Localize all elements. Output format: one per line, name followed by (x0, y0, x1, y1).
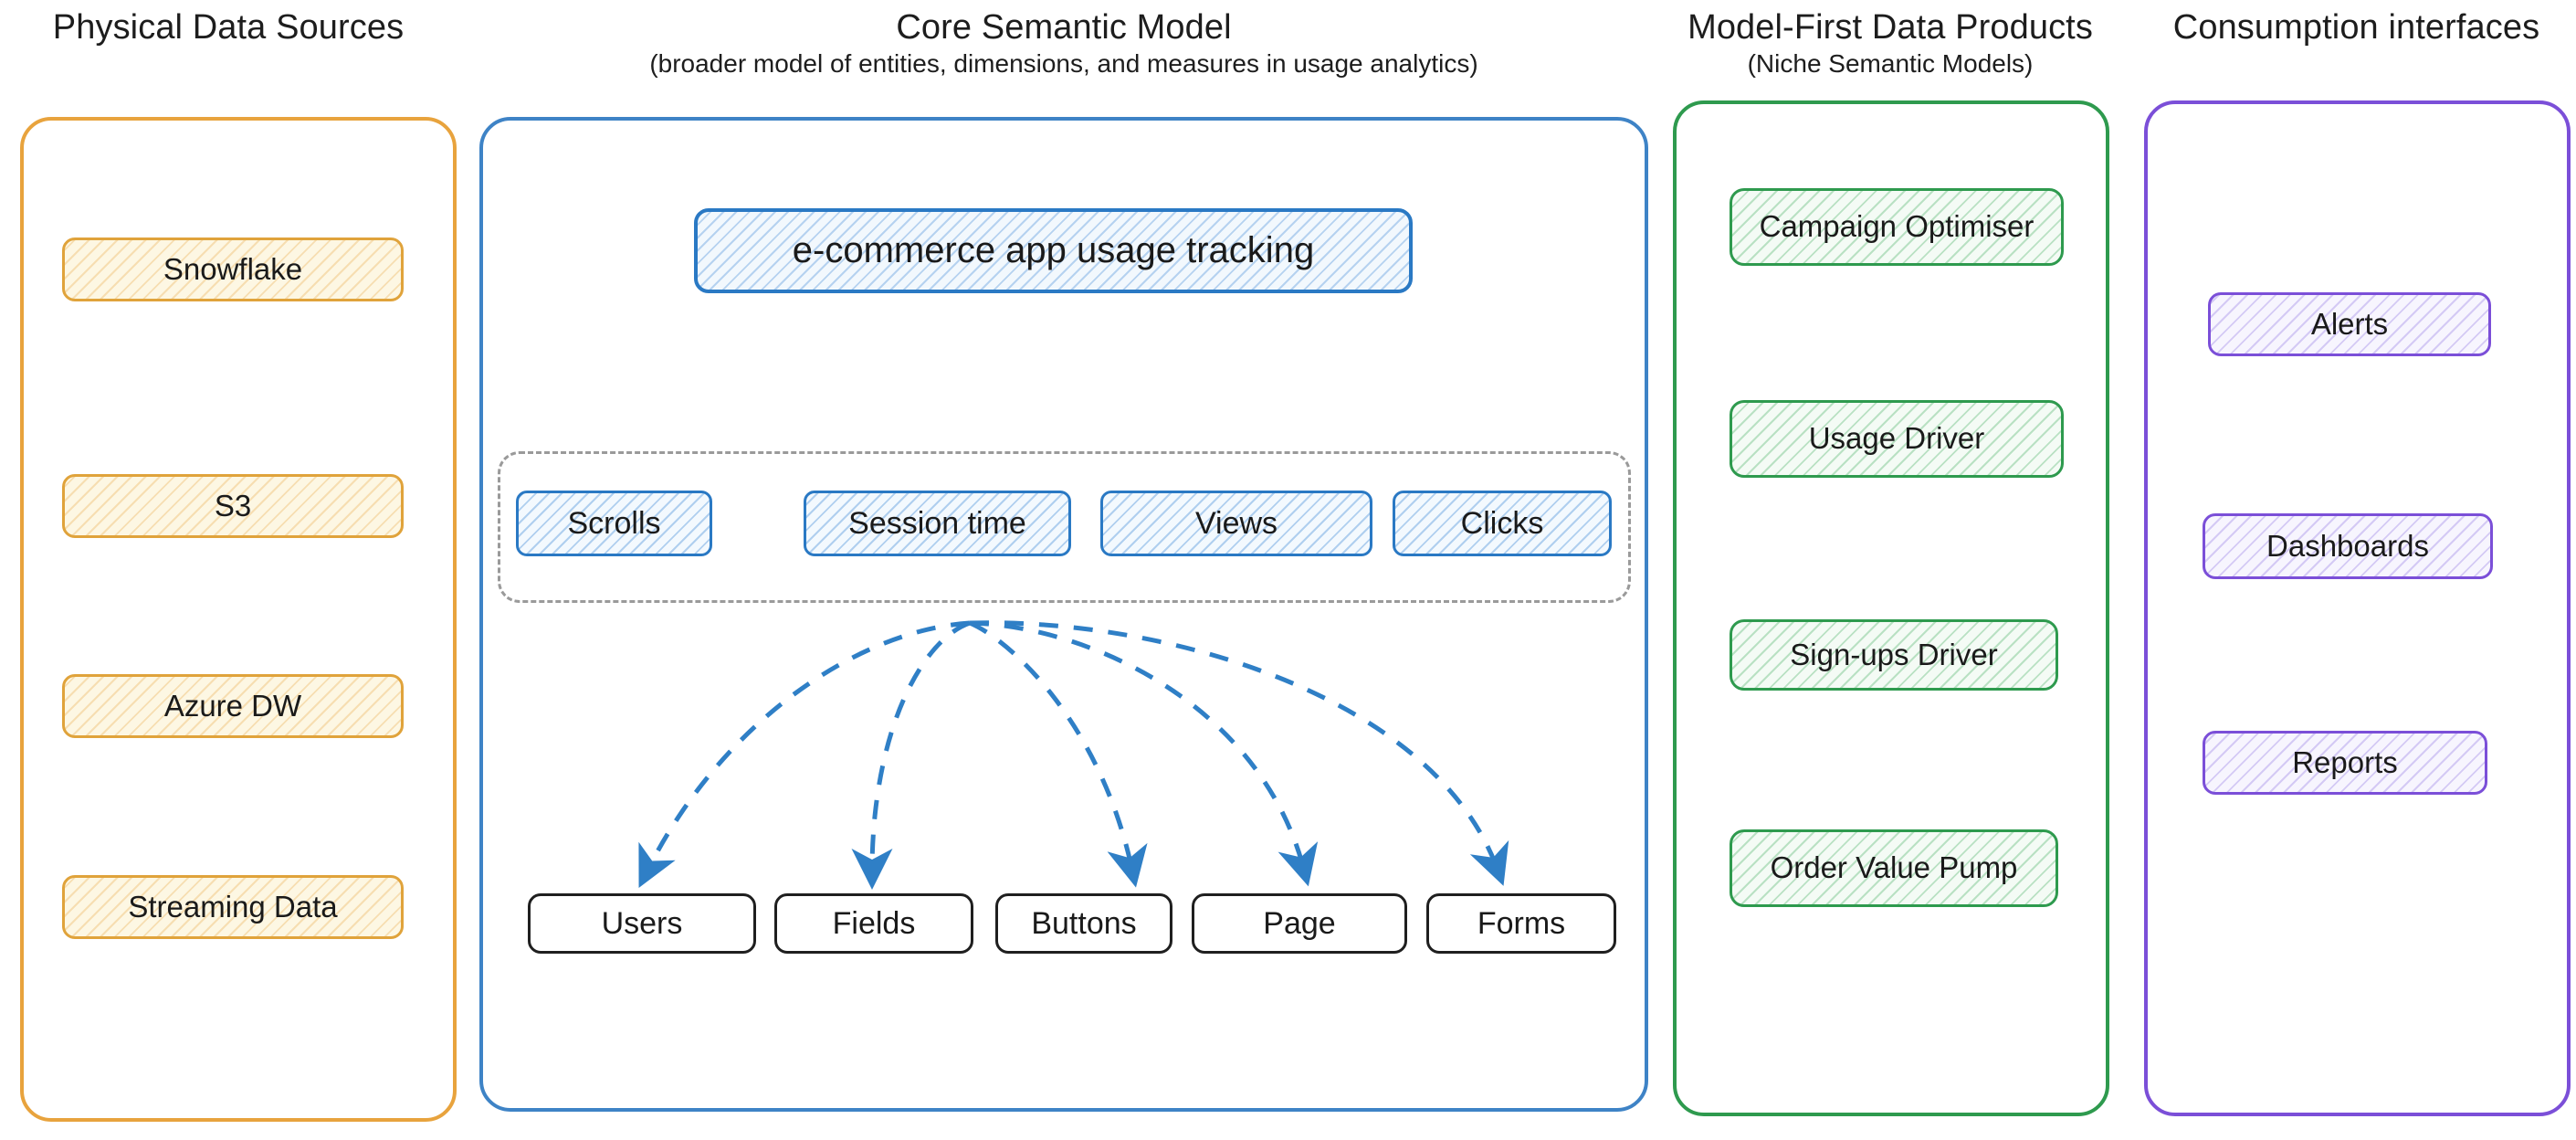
measures-group (498, 451, 1631, 603)
column-subtitle-core: (broader model of entities, dimensions, … (649, 48, 1478, 78)
entity-node-label: Buttons (1031, 905, 1137, 941)
column-title-sources: Physical Data Sources (52, 8, 405, 47)
product-node-campaign-optimiser[interactable]: Campaign Optimiser (1730, 188, 2064, 266)
entity-node-fields[interactable]: Fields (774, 893, 973, 954)
source-node-s3[interactable]: S3 (62, 474, 404, 538)
source-node-azure-dw[interactable]: Azure DW (62, 674, 404, 738)
consumption-node-label: Reports (2292, 744, 2398, 779)
source-node-label: S3 (214, 488, 252, 522)
consumption-node-label: Alerts (2310, 306, 2389, 341)
core-hero-node-ecommerce-app-usage-tracking[interactable]: e-commerce app usage tracking (694, 208, 1413, 293)
consumption-node-alerts[interactable]: Alerts (2208, 292, 2491, 356)
group-consumption-interfaces (2144, 100, 2571, 1116)
measure-node-label: Views (1194, 505, 1278, 541)
source-node-streaming-data[interactable]: Streaming Data (62, 875, 404, 939)
entity-node-forms[interactable]: Forms (1426, 893, 1616, 954)
product-node-order-value-pump[interactable]: Order Value Pump (1730, 829, 2058, 907)
entity-node-label: Page (1263, 905, 1336, 941)
product-node-label: Sign-ups Driver (1790, 637, 1998, 671)
entity-node-buttons[interactable]: Buttons (995, 893, 1172, 954)
column-title-consumption: Consumption interfaces (2172, 8, 2540, 47)
entity-node-page[interactable]: Page (1192, 893, 1407, 954)
column-subtitle-products: (Niche Semantic Models) (1747, 48, 2034, 78)
source-node-snowflake[interactable]: Snowflake (62, 238, 404, 301)
product-node-label: Usage Driver (1808, 421, 1985, 456)
column-title-products: Model-First Data Products (1688, 8, 2093, 47)
source-node-label: Streaming Data (128, 889, 338, 924)
product-node-sign-ups-driver[interactable]: Sign-ups Driver (1730, 619, 2058, 691)
column-header-sources: Physical Data Sources (0, 7, 457, 48)
measure-node-label: Scrolls (567, 505, 661, 541)
product-node-label: Order Value Pump (1770, 850, 2018, 885)
core-hero-node-label: e-commerce app usage tracking (792, 230, 1315, 271)
consumption-node-dashboards[interactable]: Dashboards (2203, 513, 2493, 579)
measure-node-views[interactable]: Views (1100, 491, 1372, 556)
column-header-consumption: Consumption interfaces (2137, 7, 2576, 48)
entity-node-label: Fields (832, 905, 916, 941)
column-header-products: Model-First Data Products (Niche Semanti… (1635, 7, 2146, 79)
source-node-label: Snowflake (163, 251, 303, 286)
column-title-core: Core Semantic Model (896, 8, 1232, 47)
measure-node-session-time[interactable]: Session time (804, 491, 1071, 556)
product-node-label: Campaign Optimiser (1759, 209, 2035, 244)
source-node-label: Azure DW (163, 688, 302, 723)
measure-node-label: Clicks (1460, 505, 1544, 541)
product-node-usage-driver[interactable]: Usage Driver (1730, 400, 2064, 478)
group-model-first-data-products (1673, 100, 2109, 1116)
consumption-node-reports[interactable]: Reports (2203, 731, 2487, 795)
consumption-node-label: Dashboards (2266, 528, 2429, 563)
entity-node-label: Users (601, 905, 683, 941)
entity-node-users[interactable]: Users (528, 893, 756, 954)
measure-node-scrolls[interactable]: Scrolls (516, 491, 712, 556)
column-header-core: Core Semantic Model (broader model of en… (479, 7, 1648, 79)
entity-node-label: Forms (1477, 905, 1566, 941)
measure-node-label: Session time (848, 505, 1026, 541)
measure-node-clicks[interactable]: Clicks (1393, 491, 1612, 556)
